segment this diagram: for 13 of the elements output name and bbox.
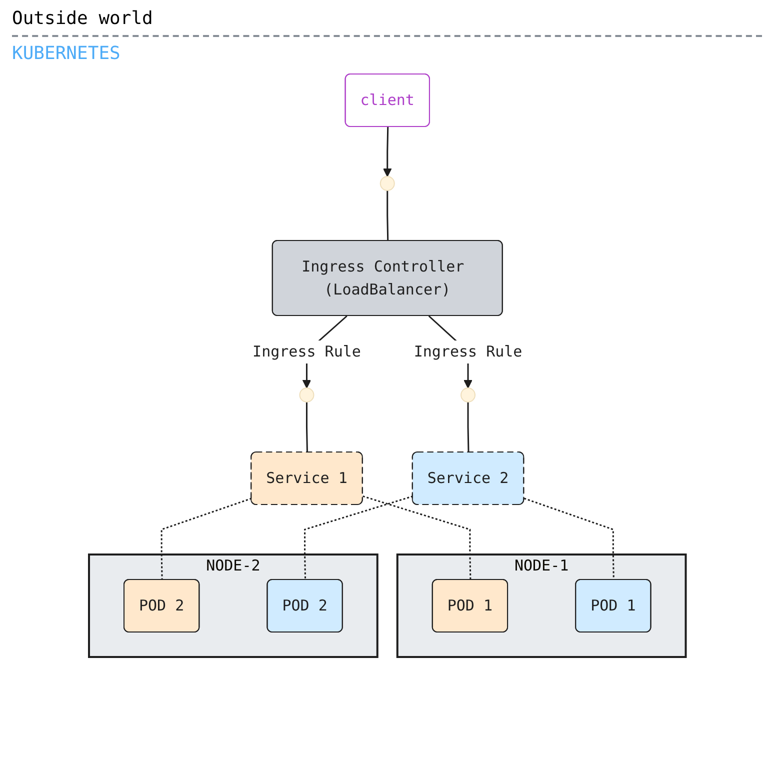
connector bbox=[304, 496, 413, 580]
connector bbox=[466, 402, 469, 453]
node-circle bbox=[298, 388, 314, 402]
node-circle bbox=[460, 388, 476, 402]
arrow bbox=[382, 126, 392, 177]
node-circle bbox=[380, 176, 394, 191]
zone-label: Outside world bbox=[12, 8, 154, 29]
zone-label: KUBERNETES bbox=[12, 43, 122, 64]
connector bbox=[362, 496, 471, 580]
edge-label: Ingress Rule bbox=[413, 342, 522, 360]
connector bbox=[386, 190, 388, 242]
edge-label: Ingress Rule bbox=[252, 342, 361, 360]
connector bbox=[306, 402, 308, 453]
